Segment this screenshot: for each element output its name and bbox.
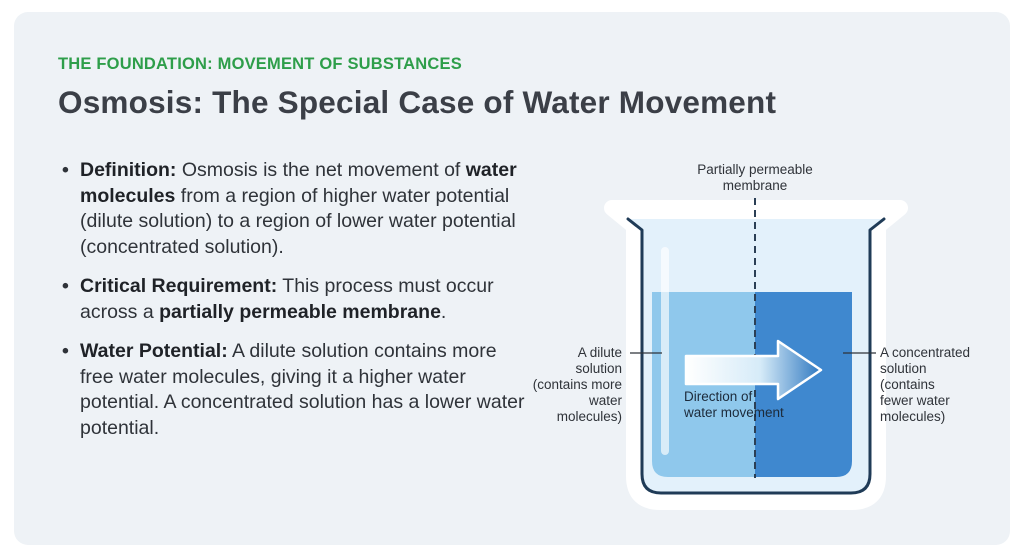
label-line: A dilute: [577, 345, 622, 360]
bullet-emphasis: water molecules: [80, 159, 517, 207]
label-line: water: [588, 393, 622, 408]
label-line: (contains more: [532, 377, 622, 392]
dilute-solution-label: A dilute solution (contains more water m…: [500, 345, 622, 425]
label-line: molecules): [880, 409, 946, 424]
glass-reflection: [661, 247, 669, 455]
bullet-definition: • Definition: Osmosis is the net movemen…: [58, 158, 528, 260]
bullet-dot: •: [62, 275, 69, 297]
label-line: membrane: [722, 178, 788, 193]
label-line: A concentrated: [880, 345, 971, 360]
bullet-term: Critical Requirement:: [80, 275, 278, 297]
bullet-dot: •: [62, 340, 69, 362]
bullet-critical-requirement: • Critical Requirement: This process mus…: [58, 274, 528, 325]
bullet-term: Water Potential:: [80, 340, 228, 362]
bullet-water-potential: • Water Potential: A dilute solution con…: [58, 339, 528, 441]
label-line: solution: [575, 361, 622, 376]
beaker-outline: [626, 217, 886, 495]
section-eyebrow: THE FOUNDATION: MOVEMENT OF SUBSTANCES: [58, 55, 462, 73]
label-line: Partially permeable: [697, 162, 813, 177]
concentrated-solution-label: A concentrated solution (contains fewer …: [880, 345, 1010, 425]
label-line: fewer water: [880, 393, 950, 408]
direction-label: Direction of water movement: [684, 389, 804, 421]
bullet-term: Definition:: [80, 159, 177, 181]
bullet-text: This process must occur across a: [80, 275, 494, 323]
concentrated-solution: [755, 292, 852, 477]
label-line: water movement: [684, 405, 784, 420]
bullet-text: A dilute solution contains more free wat…: [80, 340, 525, 439]
membrane-label: Partially permeable membrane: [670, 162, 840, 194]
label-line: (contains: [880, 377, 935, 392]
bullet-text: Osmosis is the net movement of: [176, 159, 466, 181]
direction-arrow: [684, 339, 823, 401]
bullet-text: .: [440, 300, 447, 323]
label-line: solution: [880, 361, 927, 376]
bullet-dot: •: [62, 159, 69, 181]
label-line: molecules): [556, 409, 622, 424]
label-line: Direction of: [684, 389, 753, 404]
page-title: Osmosis: The Special Case of Water Movem…: [58, 84, 777, 120]
bullet-emphasis: partially permeable membrane: [159, 300, 441, 323]
bullet-list: • Definition: Osmosis is the net movemen…: [58, 158, 528, 455]
bullet-text: from a region of higher water potential …: [80, 184, 516, 258]
